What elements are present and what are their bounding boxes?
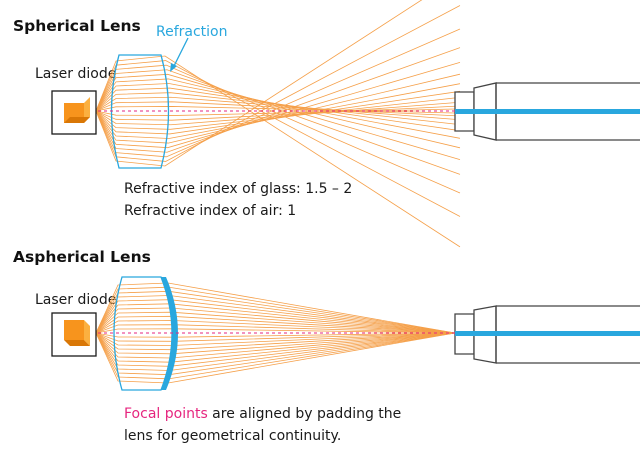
ray-aspherical <box>95 332 456 371</box>
focal-note-rest: are aligned by padding the <box>207 406 402 422</box>
ray-spherical <box>95 28 461 158</box>
ray-aspherical <box>95 332 456 355</box>
diode-side <box>84 97 90 123</box>
ray-spherical <box>95 90 461 135</box>
ray-aspherical <box>95 311 456 334</box>
focal-note-line2: lens for geometrical continuity. <box>124 428 342 444</box>
ray-spherical <box>95 61 461 149</box>
laser-diode-aspherical <box>51 312 97 357</box>
ray-aspherical <box>95 290 456 334</box>
ray-aspherical <box>95 324 456 334</box>
diode-bottom <box>64 117 90 123</box>
ray-aspherical <box>95 332 456 342</box>
spherical-ray-bundle <box>95 0 461 248</box>
ray-aspherical <box>95 332 456 338</box>
diode-bottom <box>64 340 90 346</box>
ray-aspherical <box>95 307 456 334</box>
ray-aspherical <box>95 332 456 380</box>
focal-points-highlight: Focal points <box>124 406 208 422</box>
ray-spherical <box>95 106 461 114</box>
fiber-connector-spherical <box>454 82 640 141</box>
ray-spherical <box>95 101 461 117</box>
aspherical-lens-title: Aspherical Lens <box>13 248 151 266</box>
ray-aspherical <box>95 332 456 384</box>
diode-housing <box>51 90 97 135</box>
ray-aspherical <box>95 295 456 334</box>
refraction-arrow <box>172 37 189 69</box>
laser-diode-label-aspherical: Laser diode <box>35 292 117 308</box>
ray-aspherical <box>95 320 456 334</box>
aspherical-padding <box>161 277 178 390</box>
ray-spherical <box>95 0 423 167</box>
ray-aspherical <box>95 315 456 334</box>
refraction-label: Refraction <box>156 24 228 40</box>
ray-spherical <box>95 60 461 217</box>
ray-spherical <box>95 69 461 175</box>
ray-aspherical <box>95 299 456 334</box>
ray-aspherical <box>95 332 456 376</box>
fiber-core <box>455 331 640 336</box>
aspherical-ray-bundle <box>95 282 456 384</box>
diode-side <box>84 320 90 346</box>
ray-spherical <box>95 73 461 161</box>
ray-spherical <box>95 64 461 194</box>
ray-aspherical <box>95 328 456 334</box>
laser-diode-label-spherical: Laser diode <box>35 66 117 82</box>
spherical-lens <box>110 54 170 169</box>
laser-diode-spherical <box>51 90 97 135</box>
ray-aspherical <box>95 332 456 359</box>
ray-aspherical <box>95 303 456 334</box>
diode-face <box>64 320 84 340</box>
ray-aspherical <box>95 332 456 351</box>
ray-spherical <box>95 5 461 162</box>
spherical-lens-title: Spherical Lens <box>13 17 141 35</box>
ray-spherical <box>95 47 461 153</box>
ray-aspherical <box>95 332 456 363</box>
ray-aspherical <box>95 332 456 346</box>
ray-spherical <box>95 55 461 248</box>
glass-index-note: Refractive index of glass: 1.5 – 2 <box>124 181 353 197</box>
ray-aspherical <box>95 286 456 334</box>
ray-spherical <box>95 73 461 144</box>
ray-spherical <box>95 97 461 130</box>
diode-housing <box>51 312 97 357</box>
fiber-connector-aspherical <box>454 305 640 364</box>
ray-aspherical <box>95 332 456 367</box>
fiber-core <box>455 109 640 114</box>
refraction-arrowhead <box>170 63 177 72</box>
focal-note-line1: Focal points are aligned by padding the <box>124 403 401 425</box>
ray-aspherical <box>95 282 456 334</box>
air-index-note: Refractive index of air: 1 <box>124 203 297 219</box>
